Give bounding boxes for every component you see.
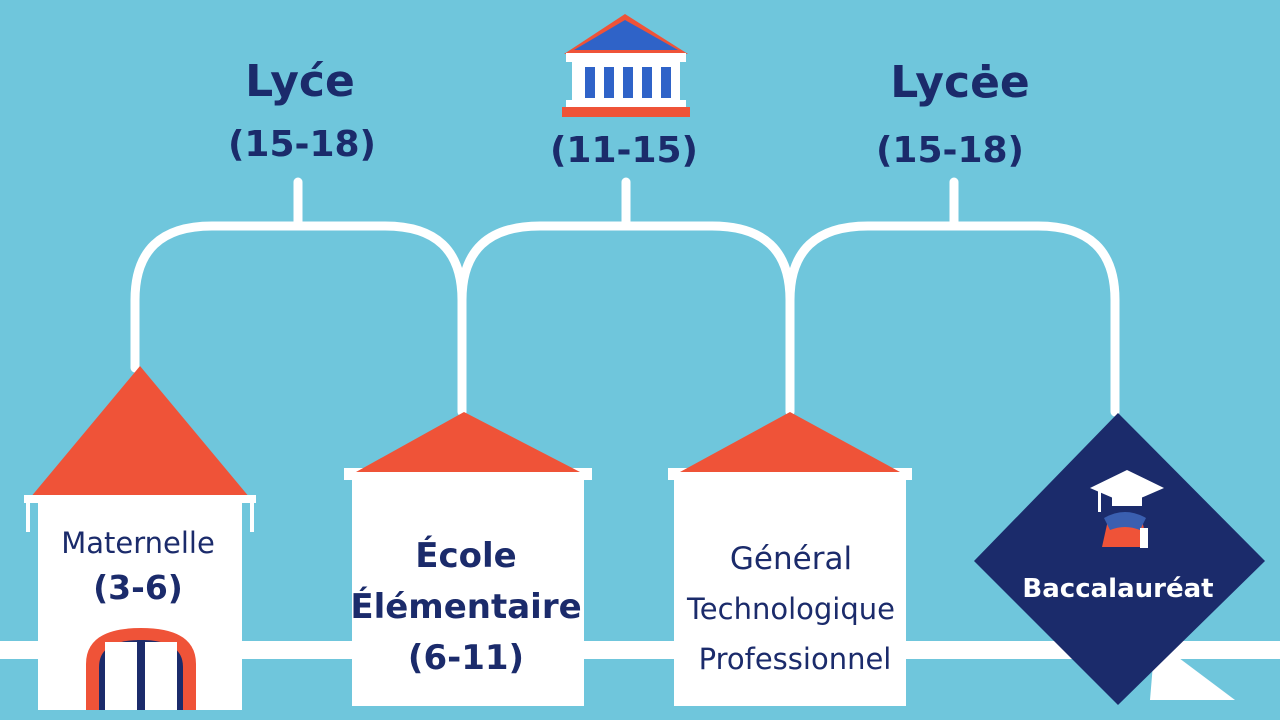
baccalaureat-label: Baccalauréat	[1022, 574, 1213, 604]
lycee-track-professionnel: Professionnel	[699, 642, 892, 676]
top-right-title: Lycėe	[890, 57, 1030, 108]
top-right-ages: (15-18)	[876, 130, 1024, 171]
elementaire-line2: Élémentaire	[350, 586, 581, 627]
graduate-icon	[1090, 470, 1164, 548]
elementaire-ages: (6-11)	[408, 638, 524, 678]
connector-left-arch	[130, 221, 467, 417]
elementaire-roof	[356, 412, 580, 472]
lycee-track-technologique: Technologique	[686, 592, 895, 626]
maternelle-ages: (3-6)	[93, 568, 183, 607]
lycee-tracks-building	[668, 412, 912, 706]
lycee-tracks-roof	[680, 412, 900, 472]
connector-lines	[130, 177, 1120, 417]
maternelle-building	[24, 366, 256, 710]
connector-right-arch	[785, 221, 1120, 417]
top-left-title: Lyće	[245, 56, 355, 107]
baccalaureat-diamond	[974, 413, 1265, 705]
top-center-ages: (11-15)	[550, 130, 698, 171]
maternelle-roof	[30, 366, 250, 498]
maternelle-name: Maternelle	[61, 526, 215, 560]
elementaire-building	[344, 412, 592, 706]
elementaire-line1: École	[415, 535, 516, 576]
ground-line	[0, 641, 1280, 659]
temple-icon	[562, 14, 690, 117]
connector-center-arch	[457, 221, 795, 417]
lycee-track-general: Général	[730, 541, 852, 577]
top-left-ages: (15-18)	[228, 124, 376, 165]
baccalaureat-badge	[974, 413, 1265, 705]
